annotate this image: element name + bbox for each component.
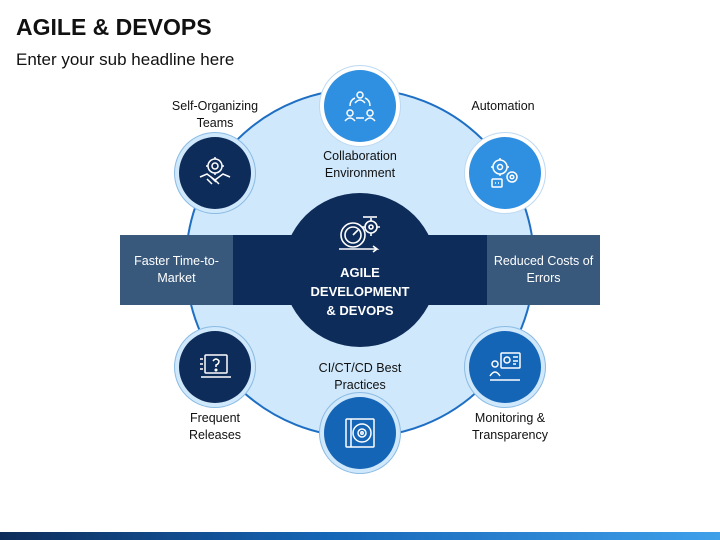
center-hub: AGILE DEVELOPMENT & DEVOPS bbox=[283, 193, 437, 347]
node-frequent-releases bbox=[179, 331, 251, 403]
node-monitoring bbox=[469, 331, 541, 403]
handshake-gear-icon bbox=[199, 157, 231, 185]
page-title: AGILE & DEVOPS bbox=[16, 14, 212, 40]
page-subtitle: Enter your sub headline here bbox=[16, 50, 235, 69]
gears-robot-icon bbox=[491, 158, 518, 188]
laptop-question-icon bbox=[200, 354, 231, 378]
disc-case-icon bbox=[345, 418, 375, 448]
label-self-organizing: Self-Organizing Teams bbox=[171, 99, 259, 130]
band-right-label: Reduced Costs of Errors bbox=[493, 254, 594, 285]
node-collaboration bbox=[324, 70, 396, 142]
label-monitoring: Monitoring & Transparency bbox=[472, 411, 548, 442]
label-automation: Automation bbox=[471, 99, 535, 113]
person-dashboard-icon bbox=[489, 352, 521, 381]
label-frequent-releases: Frequent Releases bbox=[188, 411, 242, 442]
node-automation bbox=[469, 137, 541, 209]
label-collaboration: Collaboration Environment bbox=[323, 149, 397, 180]
band-box-left: Faster Time-to-Market bbox=[120, 235, 233, 305]
node-ci-cd bbox=[324, 397, 396, 469]
center-label: AGILE DEVELOPMENT & DEVOPS bbox=[310, 265, 410, 318]
footer-gradient-bar bbox=[0, 532, 720, 540]
band-box-right: Reduced Costs of Errors bbox=[487, 235, 600, 305]
label-ci-cd: CI/CT/CD Best Practices bbox=[318, 361, 402, 392]
node-self-organizing bbox=[179, 137, 251, 209]
speed-gear-icon bbox=[339, 216, 380, 253]
band-left-label: Faster Time-to-Market bbox=[134, 254, 219, 285]
team-cycle-icon bbox=[344, 91, 376, 122]
